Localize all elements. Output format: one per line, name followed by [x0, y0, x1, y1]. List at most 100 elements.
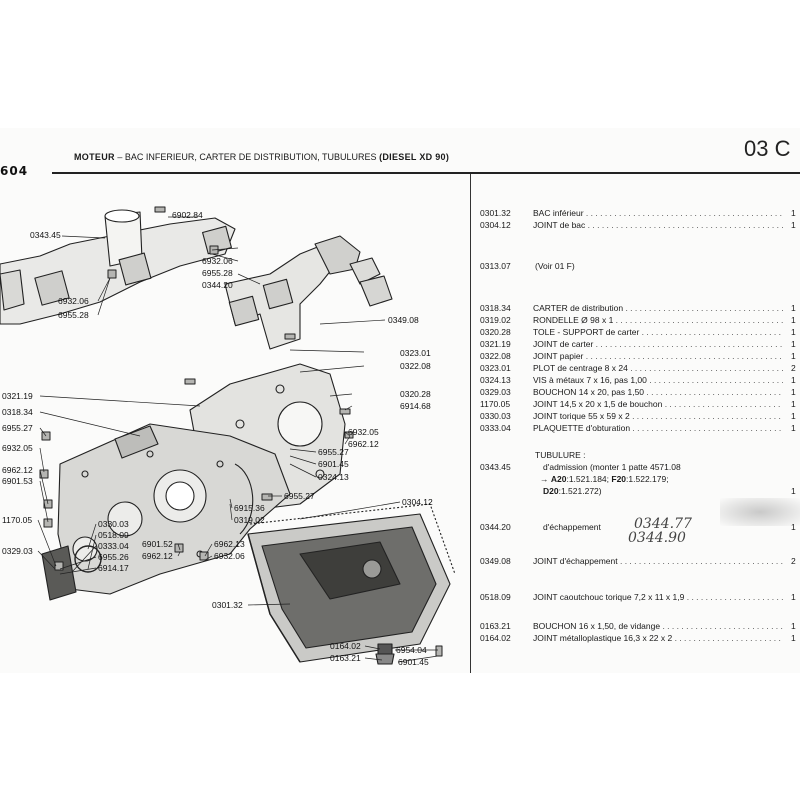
echappement-qty: 1 — [791, 522, 796, 532]
part-desc: CARTER de distribution — [533, 303, 783, 313]
callout-0163-21: 0163.21 — [330, 653, 361, 663]
callout-6901-53: 6901.53 — [2, 476, 33, 486]
part-desc: BAC inférieur — [533, 208, 783, 218]
part-desc: TOLE - SUPPORT de carter — [533, 327, 783, 337]
callout-0320-28: 0320.28 — [400, 389, 431, 399]
part-desc: JOINT caoutchouc torique 7,2 x 11 x 1,9 — [533, 592, 783, 602]
part-desc: PLAQUETTE d'obturation — [533, 423, 783, 433]
callout-0344-20: 0344.20 — [202, 280, 233, 290]
callout-0318-34: 0318.34 — [2, 407, 33, 417]
variant-d20-value: :1.521.272) — [558, 486, 602, 496]
callout-0324-13: 0324.13 — [318, 472, 349, 482]
handwritten-note-1: 0344.77 — [634, 516, 692, 532]
drain-plug-drawing — [375, 643, 395, 665]
callout-0329-03: 0329.03 — [2, 546, 33, 556]
callout-6955-28-b: 6955.28 — [58, 310, 89, 320]
callout-0330-03: 0330.03 — [98, 519, 129, 529]
callout-6955-26: 6955.26 — [98, 552, 129, 562]
part-ref-admission: 0343.45 — [480, 462, 511, 472]
callout-6914-68: 6914.68 — [400, 401, 431, 411]
callout-6932-05: 6932.05 — [2, 443, 33, 453]
tubulure-heading: TUBULURE : — [535, 450, 586, 460]
part-desc: JOINT de bac — [533, 220, 783, 230]
part-ref: 0518.09 — [480, 592, 511, 602]
callout-6901-52: 6901.52 — [142, 539, 173, 549]
part-ref: 0321.19 — [480, 339, 511, 349]
page-title: MOTEUR – BAC INFERIEUR, CARTER DE DISTRI… — [74, 152, 449, 162]
callout-6932-06-b: 6932.06 — [58, 296, 89, 306]
callout-6962-12-c: 6962.12 — [142, 551, 173, 561]
blanking-plate-drawing — [41, 545, 77, 601]
callout-6901-45: 6901.45 — [318, 459, 349, 469]
callout-0333-04: 0333.04 — [98, 541, 129, 551]
callout-6902-84: 6902.84 — [172, 210, 203, 220]
part-desc: BOUCHON 14 x 20, pas 1,50 — [533, 387, 783, 397]
section-code: 03 C — [744, 136, 791, 161]
part-desc: VIS à métaux 7 x 16, pas 1,00 — [533, 375, 783, 385]
title-suffix: (DIESEL XD 90) — [379, 152, 450, 162]
exploded-diagram: 6902.84 0343.45 6932.06 6955.28 0344.20 … — [0, 174, 470, 673]
variant-f20-value: :1.522.179; — [626, 474, 669, 484]
see-reference: (Voir 01 F) — [535, 261, 575, 271]
callout-6962-12-b: 6962.12 — [2, 465, 33, 475]
part-ref: 0330.03 — [480, 411, 511, 421]
title-text: BAC INFERIEUR, CARTER DE DISTRIBUTION, T… — [124, 152, 377, 162]
part-qty: 1 — [791, 303, 796, 313]
part-qty: 2 — [791, 556, 796, 566]
part-qty: 1 — [791, 592, 796, 602]
part-desc: JOINT de carter — [533, 339, 783, 349]
callout-0321-19: 0321.19 — [2, 391, 33, 401]
callout-0349-08: 0349.08 — [388, 315, 419, 325]
column-divider — [470, 174, 471, 673]
callout-0319-02: 0319.02 — [234, 515, 265, 525]
callout-6914-17: 6914.17 — [98, 563, 129, 573]
part-desc: JOINT papier — [533, 351, 783, 361]
variant-a20: A20 — [550, 474, 567, 484]
part-qty: 1 — [791, 375, 796, 385]
callout-6955-27: 6955.27 — [2, 423, 33, 433]
callout-6955-27-b: 6955.27 — [318, 447, 349, 457]
scan-smudge — [720, 498, 800, 526]
part-desc: JOINT d'échappement — [533, 556, 783, 566]
part-ref: 0164.02 — [480, 633, 511, 643]
part-desc: BOUCHON 16 x 1,50, de vidange — [533, 621, 783, 631]
callout-6962-13: 6962.13 — [214, 539, 245, 549]
callout-0518-09: 0518.09 — [98, 530, 129, 540]
part-row: 0518.09 JOINT caoutchouc torique 7,2 x 11… — [478, 592, 800, 604]
callout-6954-04: 6954.04 — [396, 645, 427, 655]
variant-a20-value: :1.521.184; — [566, 474, 610, 484]
part-row: 0322.08 JOINT papier1 — [478, 351, 800, 363]
part-ref: 0301.32 — [480, 208, 511, 218]
arrow-icon: → — [540, 474, 549, 484]
part-ref: 0318.34 — [480, 303, 511, 313]
callout-6955-28: 6955.28 — [202, 268, 233, 278]
part-ref-0313-07: 0313.07 — [480, 261, 511, 271]
callout-0301-32: 0301.32 — [212, 600, 243, 610]
callout-6955-27-c: 6955.27 — [284, 491, 315, 501]
variant-d20: D20 — [543, 486, 559, 496]
callout-6932-06-c: 6932.06 — [214, 551, 245, 561]
header-rule — [52, 172, 800, 174]
intake-manifold-drawing — [0, 209, 236, 325]
callout-0164-02: 0164.02 — [330, 641, 361, 651]
part-qty: 1 — [791, 351, 796, 361]
callout-6932-05-b: 6932.05 — [348, 427, 379, 437]
callout-6932-06: 6932.06 — [202, 256, 233, 266]
part-desc: PLOT de centrage 8 x 24 — [533, 363, 783, 373]
part-qty: 1 — [791, 423, 796, 433]
part-ref-echappement: 0344.20 — [480, 522, 511, 532]
part-row: 0318.34 CARTER de distribution 1 — [478, 303, 800, 315]
admission-desc: d'admission (monter 1 patte 4571.08 — [543, 462, 681, 472]
part-ref: 0349.08 — [480, 556, 511, 566]
callout-6962-12: 6962.12 — [348, 439, 379, 449]
admission-variant-d20-line: D20:1.521.272) — [543, 486, 602, 496]
